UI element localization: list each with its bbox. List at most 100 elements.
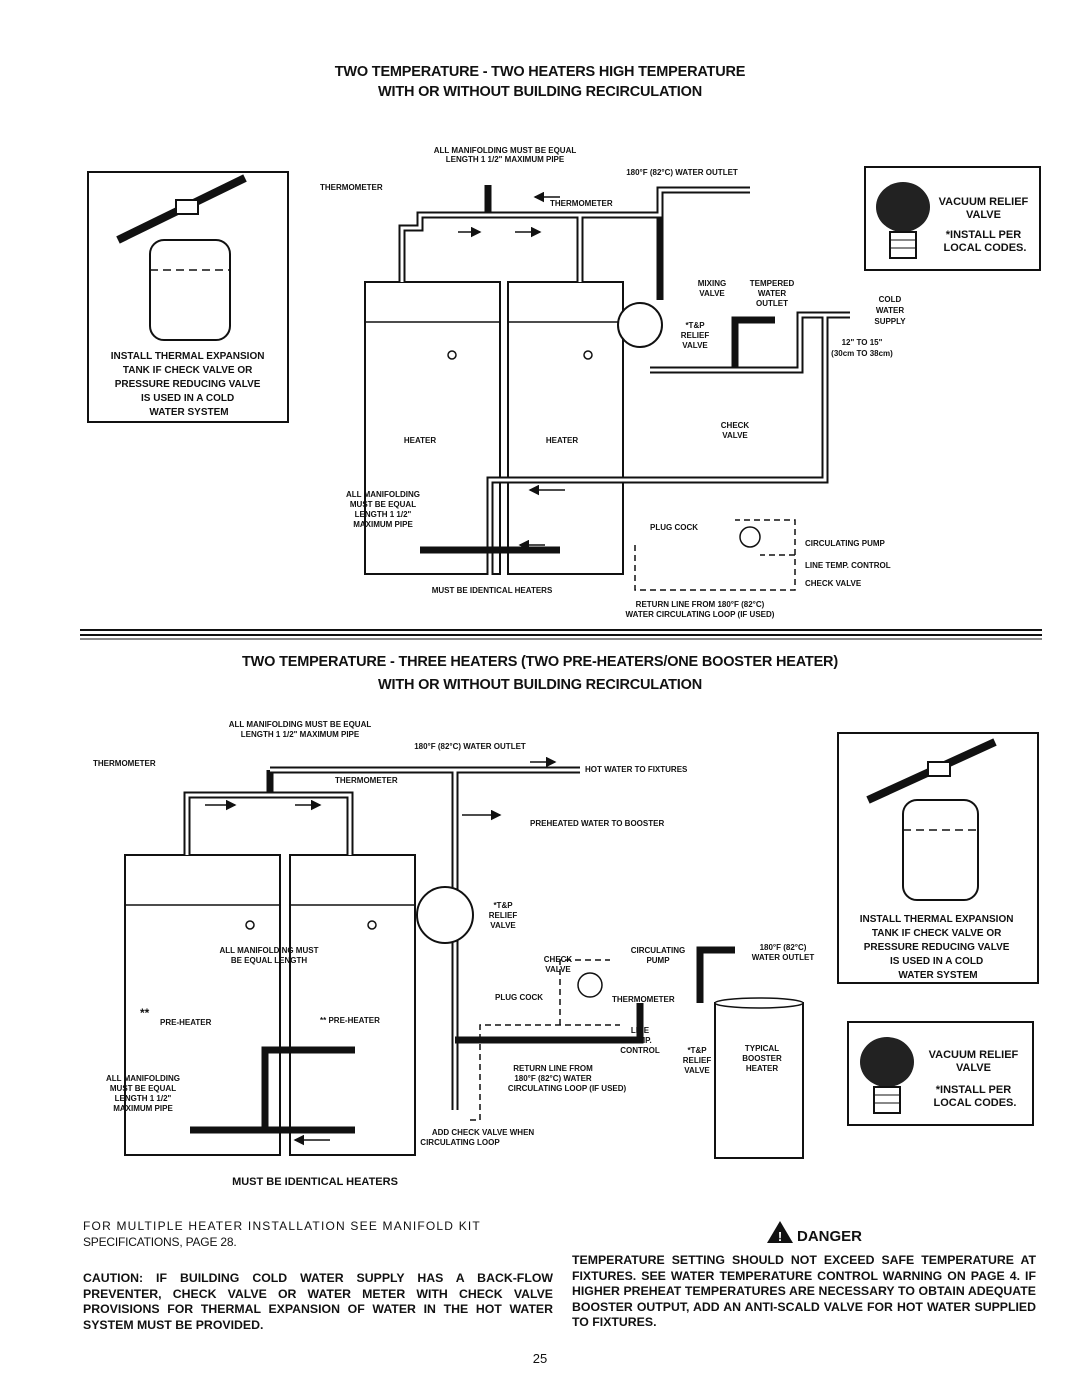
s1-dist-1: 12" TO 15" <box>842 338 883 347</box>
expansion-text-1: INSTALL THERMAL EXPANSION <box>111 351 265 362</box>
s1-thermometer-right: THERMOMETER <box>550 199 613 208</box>
s1-tp-3: VALVE <box>682 341 708 350</box>
s1-mixing-1: MIXING <box>698 279 726 288</box>
s2-thermometer-b: THERMOMETER <box>612 995 675 1004</box>
s2-tp2-1: *T&P <box>687 1046 707 1055</box>
s1-line-temp: LINE TEMP. CONTROL <box>805 561 891 570</box>
booster-pipes <box>455 946 735 1044</box>
s1-cold-2: WATER <box>876 306 905 315</box>
s2-plug-cock: PLUG COCK <box>495 993 543 1002</box>
expansion-text-2: TANK IF CHECK VALVE OR <box>123 365 253 376</box>
s2-manifold-mid-2: BE EQUAL LENGTH <box>231 956 308 965</box>
preheater-bottom-pipes <box>190 1046 355 1134</box>
s1-manifold-bottom-2: MUST BE EQUAL <box>350 500 416 509</box>
vacuum-relief-box-2 <box>847 1021 1034 1126</box>
s2-add-check-2: CIRCULATING LOOP <box>420 1138 500 1147</box>
s2-hot-water: HOT WATER TO FIXTURES <box>585 765 688 774</box>
s2-line-2: TEMP. <box>628 1036 651 1045</box>
diagram-three-heaters: INSTALL THERMAL EXPANSION TANK IF CHECK … <box>93 720 1039 1188</box>
section1-title-line2: WITH OR WITHOUT BUILDING RECIRCULATION <box>378 84 702 100</box>
manifold-kit-note: FOR MULTIPLE HEATER INSTALLATION SEE MAN… <box>83 1218 553 1250</box>
s2-manifold-top-2: LENGTH 1 1/2" MAXIMUM PIPE <box>241 730 360 739</box>
vacuum-text-2: VALVE <box>966 209 1001 221</box>
s1-dist-2: (30cm TO 38cm) <box>831 349 893 358</box>
s2-check-2: VALVE <box>545 965 571 974</box>
circulating-pump-icon-2 <box>577 972 603 998</box>
s1-heater-right: HEATER <box>546 436 579 445</box>
s1-manifold-bottom-4: MAXIMUM PIPE <box>353 520 413 529</box>
vacuum2-text-4: LOCAL CODES. <box>934 1097 1017 1109</box>
expansion2-text-2: TANK IF CHECK VALVE OR <box>872 928 1002 939</box>
s1-water-outlet: 180°F (82°C) WATER OUTLET <box>626 168 738 177</box>
s2-manifold-mid-1: ALL MANIFOLDING MUST <box>220 946 319 955</box>
s2-tp-1: *T&P <box>493 901 513 910</box>
s1-tempered-1: TEMPERED <box>750 279 795 288</box>
s1-tempered-2: WATER <box>758 289 787 298</box>
s2-identical: MUST BE IDENTICAL HEATERS <box>232 1176 398 1188</box>
s2-preheated: PREHEATED WATER TO BOOSTER <box>530 819 664 828</box>
s2-outlet-1: 180°F (82°C) <box>760 943 807 952</box>
preheater-left <box>124 854 281 1156</box>
vacuum2-text-3: *INSTALL PER <box>936 1084 1011 1096</box>
s2-thermometer-left: THERMOMETER <box>93 759 156 768</box>
s2-tp2-3: VALVE <box>684 1066 710 1075</box>
s1-manifold-top-2: LENGTH 1 1/2" MAXIMUM PIPE <box>446 155 565 164</box>
s2-manifold-bottom-1: ALL MANIFOLDING <box>106 1074 180 1083</box>
expansion-tank-box <box>87 171 289 423</box>
expansion2-text-3: PRESSURE REDUCING VALVE <box>864 942 1010 953</box>
s2-tp2-2: RELIEF <box>683 1056 712 1065</box>
s2-booster-2: BOOSTER <box>742 1054 782 1063</box>
recirculation-loop <box>634 519 796 591</box>
s2-return-3: CIRCULATING LOOP (IF USED) <box>508 1084 627 1093</box>
tp-valve-callout <box>617 302 663 348</box>
s1-check-1: CHECK <box>721 421 750 430</box>
s2-check-1: CHECK <box>544 955 573 964</box>
vacuum-relief-valve-icon-2 <box>860 1037 914 1114</box>
vacuum-text-1: VACUUM RELIEF <box>939 196 1029 208</box>
diagram-two-heaters: INSTALL THERMAL EXPANSION TANK IF CHECK … <box>87 146 1041 619</box>
s2-preheater-left: PRE-HEATER <box>160 1018 212 1027</box>
s2-manifold-bottom-2: MUST BE EQUAL <box>110 1084 176 1093</box>
danger-title: DANGER <box>797 1228 863 1245</box>
s2-manifold-top-1: ALL MANIFOLDING MUST BE EQUAL <box>229 720 372 729</box>
section-divider <box>80 629 1042 640</box>
s2-tp-2: RELIEF <box>489 911 518 920</box>
expansion-text-5: WATER SYSTEM <box>149 407 228 418</box>
section2-title-line1: TWO TEMPERATURE - THREE HEATERS (TWO PRE… <box>242 654 838 670</box>
expansion-text-3: PRESSURE REDUCING VALVE <box>115 379 261 390</box>
s1-return-1: RETURN LINE FROM 180°F (82°C) <box>636 600 765 609</box>
caution-note: CAUTION: IF BUILDING COLD WATER SUPPLY H… <box>83 1271 553 1332</box>
s2-line-1: LINE <box>631 1026 650 1035</box>
svg-text:VACUUM RELIEF VALVE: VACUUM RELIEF VALVE *INSTALL PER LOCAL C… <box>939 196 1032 254</box>
s1-heater-left: HEATER <box>404 436 437 445</box>
s2-circ-2: PUMP <box>646 956 670 965</box>
s2-preheater-right: ** PRE-HEATER <box>320 1016 380 1025</box>
svg-text:!: ! <box>778 1229 782 1244</box>
manifold-note-line2: SPECIFICATIONS, PAGE 28. <box>83 1235 237 1249</box>
s1-manifold-top-1: ALL MANIFOLDING MUST BE EQUAL <box>434 146 577 155</box>
tp-valve-callout-2 <box>416 886 474 944</box>
s2-preheater-stars: ** <box>140 1006 150 1020</box>
vacuum-relief-valve-icon <box>876 182 930 259</box>
s1-identical: MUST BE IDENTICAL HEATERS <box>432 586 553 595</box>
svg-text:VACUUM RELIEF VALVE: VACUUM RELIEF VALVE *INSTALL PER LOCAL C… <box>929 1049 1022 1109</box>
s1-thermometer-left: THERMOMETER <box>320 183 383 192</box>
s2-circ-1: CIRCULATING <box>631 946 686 955</box>
vacuum-text-4: LOCAL CODES. <box>944 242 1027 254</box>
s1-cold-1: COLD <box>879 295 902 304</box>
heater-right <box>507 281 624 575</box>
s2-booster-3: HEATER <box>746 1064 779 1073</box>
vacuum2-text-1: VACUUM RELIEF <box>929 1049 1019 1061</box>
s1-cold-3: SUPPLY <box>874 317 906 326</box>
s1-circulating-pump: CIRCULATING PUMP <box>805 539 886 548</box>
page-number: 25 <box>532 1351 548 1366</box>
s1-tp-2: RELIEF <box>681 331 710 340</box>
s1-tp-1: *T&P <box>685 321 705 330</box>
s1-check-valve-b: CHECK VALVE <box>805 579 862 588</box>
heater-left <box>364 281 501 575</box>
warning-triangle-icon: ! <box>767 1221 793 1244</box>
expansion2-text-4: IS USED IN A COLD <box>890 956 983 967</box>
circulating-pump-icon <box>739 526 761 548</box>
expansion-text-4: IS USED IN A COLD <box>141 393 234 404</box>
